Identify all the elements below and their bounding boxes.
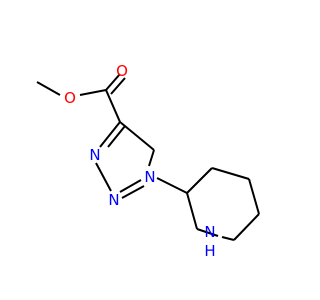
bond-pip-c3-c4 [186,167,213,194]
bond-n2-n1-a [121,185,145,199]
bond-pip-c2-c3 [186,192,198,230]
triazole-n3-label: N [89,146,100,164]
triazole-n2-label: N [108,191,119,209]
bond-c4-n3-a [99,121,121,148]
bond-pip-c1-n [196,228,219,237]
bond-n3-n2 [95,162,112,192]
carbonyl-oxygen-label: O [116,62,128,80]
molecule-structure-diagram: O O N N N N H [36,62,260,260]
triazole-n1-label: N [144,168,155,186]
bond-c4-n3-b [107,125,126,148]
ester-oxygen-label: O [64,89,76,107]
bond-carbonyl-double-a [105,73,121,91]
bond-carbonyl-double-b [110,77,126,95]
bond-methyl-ester-o [36,81,61,96]
bond-group [36,73,260,241]
atom-label-group: O O N N N N H [64,62,216,260]
bond-pip-c6-c1 [233,213,260,241]
piperidine-n-label: N [204,223,215,241]
bond-c5-n1 [148,149,155,167]
bond-carbonyl-c4 [105,89,121,123]
bond-pip-n-c6 [221,236,235,241]
bond-n2-n1-b [119,179,142,193]
bond-pip-c4-c5 [211,167,250,180]
piperidine-h-label: H [204,242,215,260]
bond-pip-c5-c6 [248,178,260,215]
bond-ester-o-carbonyl-c [79,89,107,96]
bond-n1-pip-c3 [156,177,188,194]
